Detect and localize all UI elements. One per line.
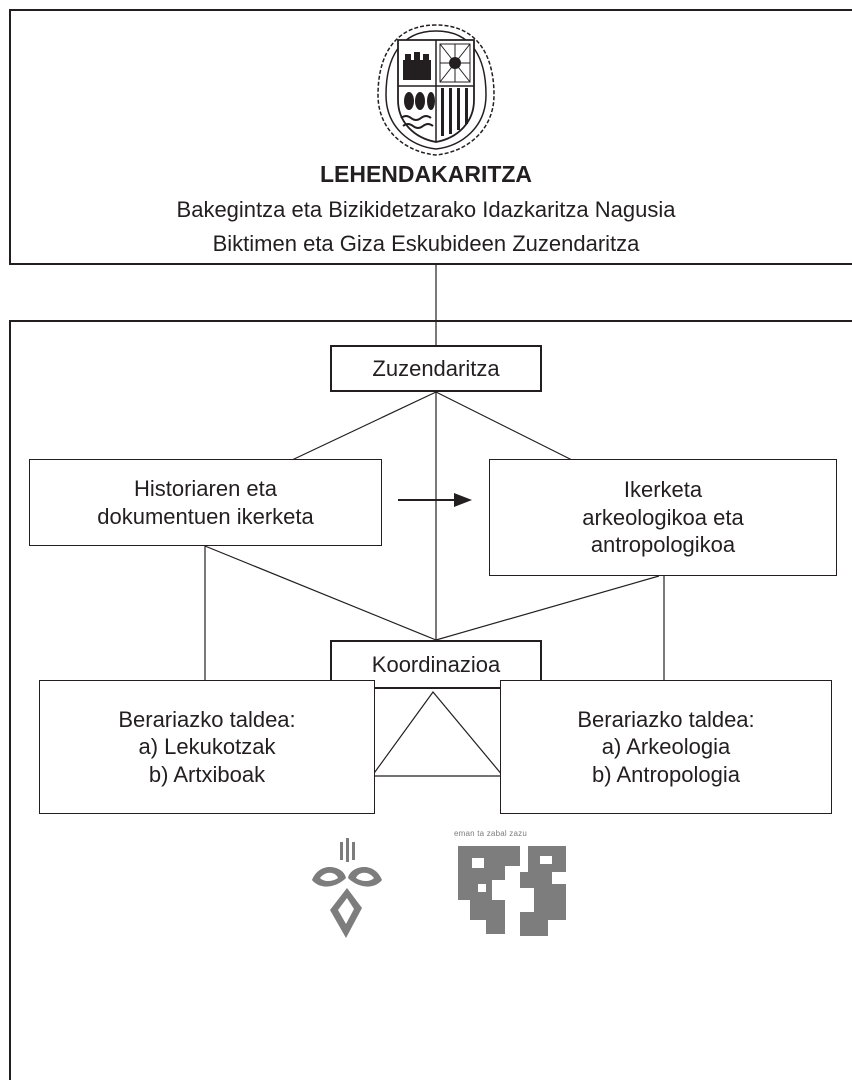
node-zuzendaritza: Zuzendaritza: [330, 345, 542, 392]
node-zuzendaritza-label: Zuzendaritza: [372, 355, 500, 381]
node-taldea-left-line: Berariazko taldea:: [118, 706, 296, 732]
gogora-logo-icon: [312, 838, 382, 938]
connector-historia-to-koordinazioa: [204, 545, 437, 641]
header-subtitle-secretariat: Bakegintza eta Bizikidetzarako Idazkarit…: [176, 197, 676, 222]
connector-zuzendaritza-to-historia: [291, 391, 437, 461]
node-taldea-left-line: b) Artxiboak: [148, 761, 266, 787]
node-koordinazioa-label: Koordinazioa: [371, 651, 501, 677]
node-taldea-right: Berariazko taldea: a) Arkeologia b) Antr…: [500, 680, 832, 814]
arrow-head: [454, 493, 472, 507]
coordination-triangle: [370, 691, 505, 777]
node-ikerketa: Ikerketa arkeologikoa eta antropologikoa: [489, 459, 837, 576]
upv-ehu-logo-icon: [458, 846, 566, 936]
org-chart-connectors: [204, 265, 665, 777]
node-taldea-left-line: a) Lekukotzak: [138, 734, 276, 760]
upv-motto: eman ta zabal zazu: [454, 829, 527, 838]
connector-zuzendaritza-to-ikerketa: [435, 391, 573, 461]
node-taldea-right-line: b) Antropologia: [591, 761, 740, 787]
node-ikerketa-line: antropologikoa: [590, 532, 736, 558]
header-frame: [9, 9, 852, 265]
header-subtitle-directorate: Biktimen eta Giza Eskubideen Zuzendaritz…: [212, 231, 640, 256]
node-taldea-right-line: a) Arkeologia: [601, 734, 731, 760]
node-historia: Historiaren eta dokumentuen ikerketa: [29, 459, 382, 546]
org-chart-frame: [9, 320, 852, 1080]
node-taldea-right-line: Berariazko taldea:: [577, 706, 755, 732]
node-ikerketa-line: arkeologikoa eta: [582, 504, 744, 530]
node-historia-line: dokumentuen ikerketa: [97, 503, 314, 529]
node-historia-line: Historiaren eta: [133, 476, 278, 501]
node-taldea-left: Berariazko taldea: a) Lekukotzak b) Artx…: [39, 680, 375, 814]
basque-coat-of-arms-icon: [377, 24, 495, 156]
node-ikerketa-line: Ikerketa: [623, 477, 703, 503]
header-title: LEHENDAKARITZA: [319, 161, 533, 187]
connector-ikerketa-to-koordinazioa: [435, 575, 660, 641]
